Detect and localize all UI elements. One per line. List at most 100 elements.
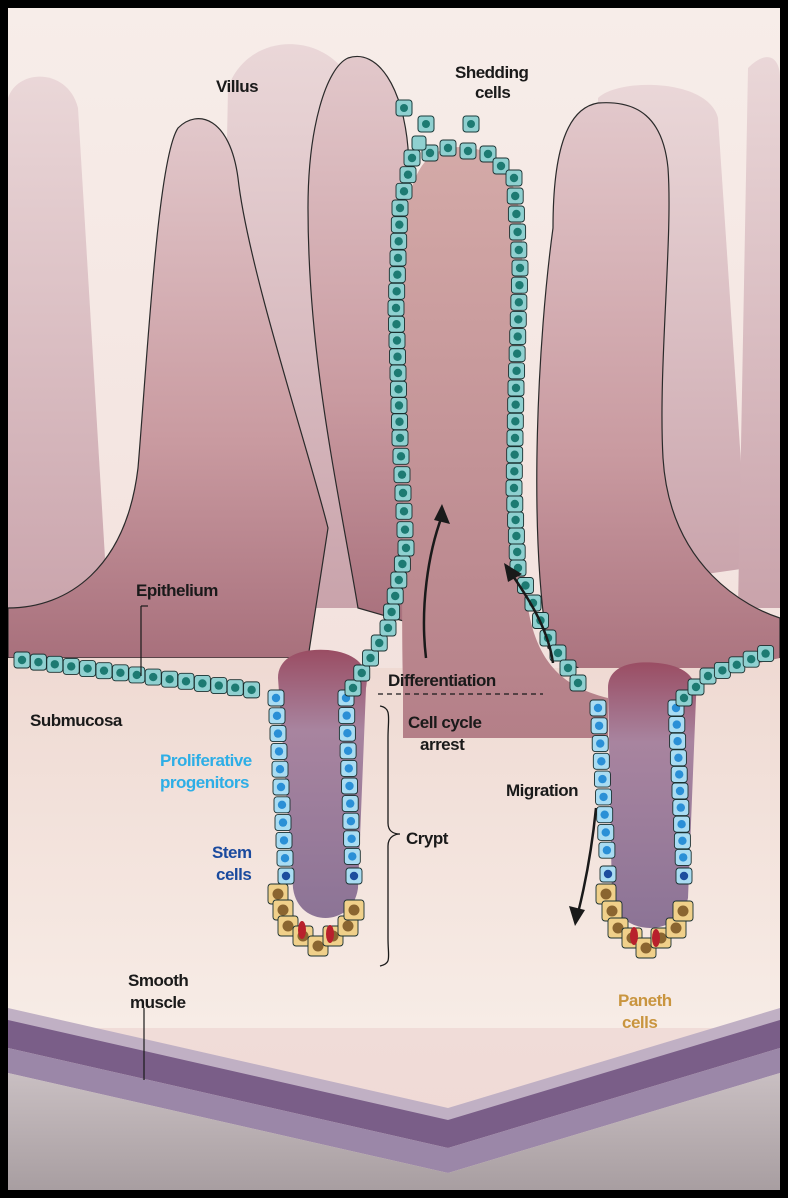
cell-nucleus [399,489,407,497]
cell-nucleus [604,870,612,878]
cell-nucleus [272,694,280,702]
cell-nucleus [598,775,606,783]
cell-nucleus [511,500,519,508]
cell-nucleus [277,783,285,791]
cell-nucleus [595,722,603,730]
paneth-granule [630,927,638,945]
migration-label: Migration [506,781,578,800]
cell-nucleus [513,548,521,556]
smooth-muscle-label-line2: muscle [130,993,186,1012]
cell-nucleus [393,353,401,361]
cell-nucleus [275,747,283,755]
stem-cells-label-line1: Stem [212,843,252,862]
cell-nucleus [515,281,523,289]
cell-nucleus [673,737,681,745]
cell-nucleus [358,669,366,677]
cell-nucleus [402,544,410,552]
cell-nucleus [349,684,357,692]
proliferative-progenitors-label-line1: Proliferative [160,751,252,770]
cell-nucleus [396,204,404,212]
cell-nucleus [394,237,402,245]
cell-nucleus [100,666,108,674]
cell-nucleus [514,315,522,323]
cell-nucleus [511,516,519,524]
cell-cycle-arrest-label-line1: Cell cycle [408,713,481,732]
cell-nucleus [398,470,406,478]
shedding-cells-label-line1: Shedding [455,63,529,82]
cell-nucleus [426,149,434,157]
cell-nucleus [673,720,681,728]
cell-nucleus [247,686,255,694]
cell-nucleus [274,729,282,737]
cell-nucleus [401,525,409,533]
cell-nucleus [313,941,324,952]
cell-nucleus [392,287,400,295]
cell-nucleus [594,704,602,712]
cell-nucleus [343,921,354,932]
cell-nucleus [680,872,688,880]
cell-nucleus [674,754,682,762]
cell-nucleus [348,852,356,860]
cell-nucleus [387,608,395,616]
cell-nucleus [513,228,521,236]
cell-nucleus [678,906,689,917]
diagram-canvas: Villus Shedding cells Epithelium Submuco… [8,8,780,1190]
cell-nucleus [375,639,383,647]
cell-nucleus [512,367,520,375]
cell-nucleus [198,679,206,687]
cell-nucleus [671,923,682,934]
cell-nucleus [554,649,562,657]
cell-cycle-arrest-label-line2: arrest [420,735,465,754]
paneth-granule [652,929,660,947]
cell-nucleus [596,739,604,747]
cell-nucleus [395,418,403,426]
cell-nucleus [400,507,408,515]
cell-nucleus [641,943,652,954]
cell-nucleus [484,150,492,158]
cell-nucleus [510,467,518,475]
cell-nucleus [400,187,408,195]
cell-nucleus [18,656,26,664]
submucosa-label: Submucosa [30,711,123,730]
cell-nucleus [347,817,355,825]
cell-nucleus [133,671,141,679]
cell-nucleus [393,336,401,344]
stem-cells-label-line2: cells [216,865,251,884]
cell-nucleus [349,905,360,916]
differentiation-label: Differentiation [388,671,496,690]
cell-nucleus [283,921,294,932]
cell-nucleus [396,434,404,442]
cell-nucleus [677,803,685,811]
cell-nucleus [398,560,406,568]
cell-nucleus [350,872,358,880]
cell-nucleus [347,835,355,843]
cell-nucleus [514,332,522,340]
cell-nucleus [597,757,605,765]
cell-nucleus [512,384,520,392]
cell-nucleus [273,889,284,900]
cell-nucleus [344,747,352,755]
cell-nucleus [392,320,400,328]
cell-nucleus [51,660,59,668]
cell-nucleus [602,828,610,836]
cell-nucleus [67,662,75,670]
cell-nucleus [408,154,416,162]
cell-nucleus [394,385,402,393]
cell-nucleus [677,820,685,828]
cell-nucleus [278,801,286,809]
cell-nucleus [393,270,401,278]
cell-nucleus [512,210,520,218]
cell-nucleus [464,147,472,155]
cell-nucleus [574,679,582,687]
epithelium-label: Epithelium [136,581,218,600]
cell-nucleus [149,673,157,681]
cell-nucleus [116,669,124,677]
cell-nucleus [444,144,452,152]
cell-nucleus [704,672,712,680]
cell-nucleus [394,369,402,377]
smooth-muscle-label-line1: Smooth [128,971,188,990]
cell-nucleus [676,787,684,795]
cell-nucleus [282,872,290,880]
cell-nucleus [733,661,741,669]
cell-nucleus [165,675,173,683]
